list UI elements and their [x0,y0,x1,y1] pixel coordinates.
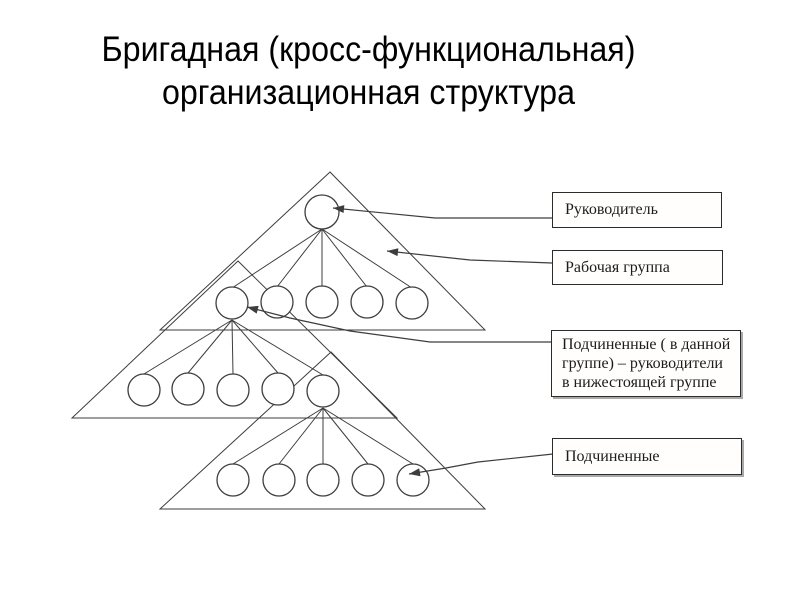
label-box-subordinates: Подчиненные [552,438,742,475]
title-line-1: Бригадная (кросс-функциональная) [101,30,636,69]
member-circle [216,463,250,497]
reporting-line [322,407,414,465]
member-circle [305,285,339,319]
member-circle [216,373,250,407]
label-box-leader: Руководитель [552,192,722,228]
arrowhead-icon [387,248,399,257]
team-triangle-work-group-middle [70,260,399,419]
reporting-line [276,228,323,288]
arrowhead-icon [247,305,259,314]
title-line-2: организационная структура [161,73,575,112]
member-circle [396,463,430,497]
label-box-work-group: Рабочая группа [552,250,723,285]
reporting-line [278,407,324,465]
label-text-leader: Руководитель [565,201,658,218]
label-text-subordinate-leaders-line2: группе) – руководители [562,355,723,372]
reporting-line [231,319,279,374]
reporting-line [231,319,324,376]
reporting-line [231,228,323,289]
label-text-subordinate-leaders-line1: Подчиненные ( в данной [562,336,731,353]
label-box-subordinate-leaders: Подчиненные ( в данной группе) – руковод… [551,330,741,397]
label-connector-leader [332,207,553,219]
member-circle [306,463,340,497]
reporting-line [322,407,369,465]
reporting-line [321,228,368,288]
arrowhead-icon [333,205,345,214]
team-triangle-work-group-top [158,171,487,331]
reporting-line [232,407,324,465]
arrowhead-icon [409,468,421,477]
label-connector-subordinates [408,453,554,475]
member-circle [350,285,384,319]
member-leader-circle [306,374,340,408]
member-circle [261,372,295,406]
label-connector-subordinate-leaders [246,306,551,343]
label-text-subordinate-leaders-line3: в нижестоящей группе [562,374,717,391]
reporting-line [143,319,233,375]
label-text-subordinates: Подчиненные [565,447,660,465]
reporting-line [231,319,234,375]
leader-circle [304,194,340,230]
reporting-line [321,228,413,289]
member-leader-circle [215,286,249,320]
member-circle [262,463,296,497]
reporting-line [187,319,233,374]
member-circle [260,285,294,319]
label-text-work-group: Рабочая группа [565,258,670,276]
label-connector-work-group [386,250,553,264]
member-circle [171,372,205,406]
team-triangle-work-group-bottom [158,351,487,510]
member-circle [351,463,385,497]
slide-title: Бригадная (кросс-функциональная) организ… [29,28,707,114]
member-circle [395,286,429,320]
member-circle [127,373,161,407]
